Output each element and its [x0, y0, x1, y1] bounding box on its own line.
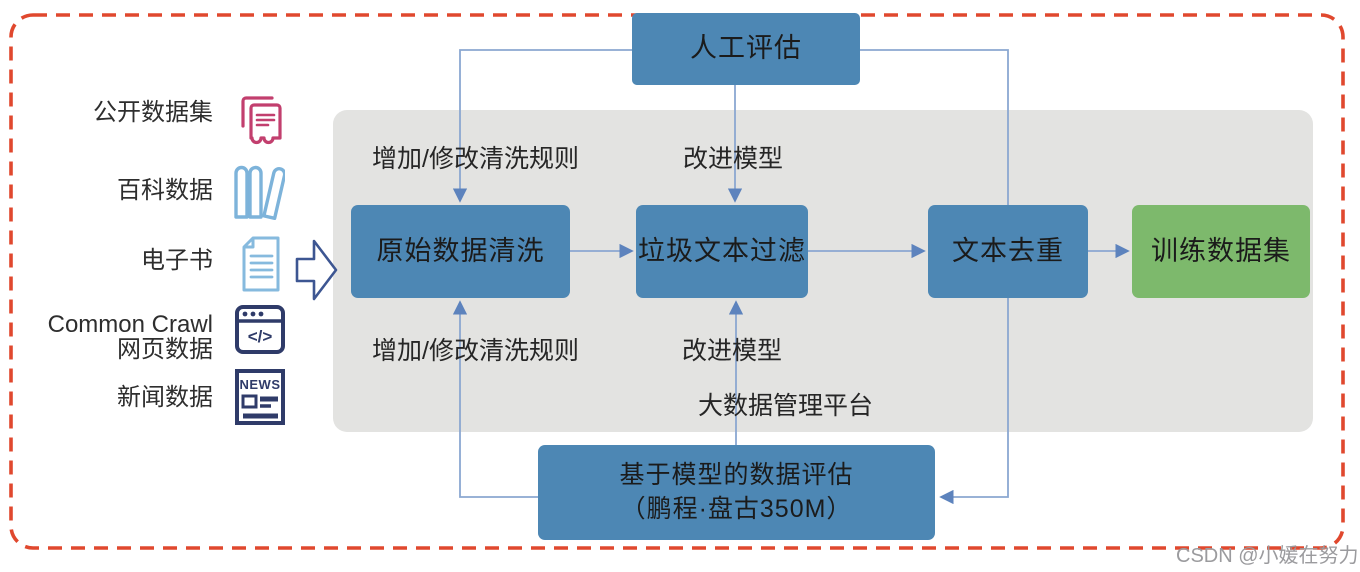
- source-label-ebooks: 电子书: [141, 247, 213, 274]
- sources-to-pipeline-arrow-icon: [295, 239, 338, 301]
- stage-label: 垃圾文本过滤: [638, 235, 806, 266]
- news-glyph: NEWS: [240, 377, 281, 392]
- source-label-common-crawl-line2: 网页数据: [117, 336, 213, 364]
- label-add-rules-bottom: 增加/修改清洗规则: [372, 337, 579, 365]
- source-label-news: 新闻数据: [117, 384, 213, 411]
- news-newspaper-icon: NEWS: [235, 369, 285, 425]
- human-eval-box: 人工评估: [632, 13, 860, 85]
- stage-label: 原始数据清洗: [376, 235, 545, 266]
- connector-humaneval-to-clean: [452, 49, 632, 203]
- source-label-common-crawl: Common Crawl 网页数据: [47, 311, 213, 364]
- label-improve-model-top: 改进模型: [683, 145, 784, 173]
- label-add-rules-top: 增加/修改清洗规则: [372, 145, 579, 173]
- public-datasets-documents-icon: [241, 96, 282, 145]
- source-label-common-crawl-line1: Common Crawl: [47, 311, 213, 338]
- stage-box-junk-filter: 垃圾文本过滤: [636, 205, 808, 298]
- stage-box-dedup: 文本去重: [928, 205, 1088, 298]
- model-eval-label-line2: （鹏程·盘古350M）: [620, 494, 853, 523]
- encyclopedia-books-icon: [234, 165, 285, 220]
- model-eval-box: 基于模型的数据评估 （鹏程·盘古350M）: [538, 445, 935, 540]
- stage-label: 文本去重: [952, 235, 1064, 266]
- connector-modeleval-to-clean: [452, 300, 538, 498]
- source-label-encyclopedia: 百科数据: [117, 177, 213, 204]
- ebook-document-icon: [242, 236, 280, 292]
- stage-label: 训练数据集: [1151, 235, 1291, 266]
- stage-box-raw-clean: 原始数据清洗: [351, 205, 570, 298]
- common-crawl-webpage-icon: </>: [235, 305, 285, 354]
- label-improve-model-bottom: 改进模型: [682, 337, 783, 365]
- label-big-data-platform: 大数据管理平台: [698, 392, 874, 420]
- source-label-public-datasets: 公开数据集: [93, 99, 213, 126]
- stage-box-training-dataset: 训练数据集: [1132, 205, 1310, 298]
- model-eval-label-line1: 基于模型的数据评估: [619, 460, 854, 489]
- watermark: CSDN @小媛在努力: [1176, 545, 1359, 567]
- human-eval-label: 人工评估: [690, 33, 802, 64]
- code-glyph: </>: [248, 327, 273, 346]
